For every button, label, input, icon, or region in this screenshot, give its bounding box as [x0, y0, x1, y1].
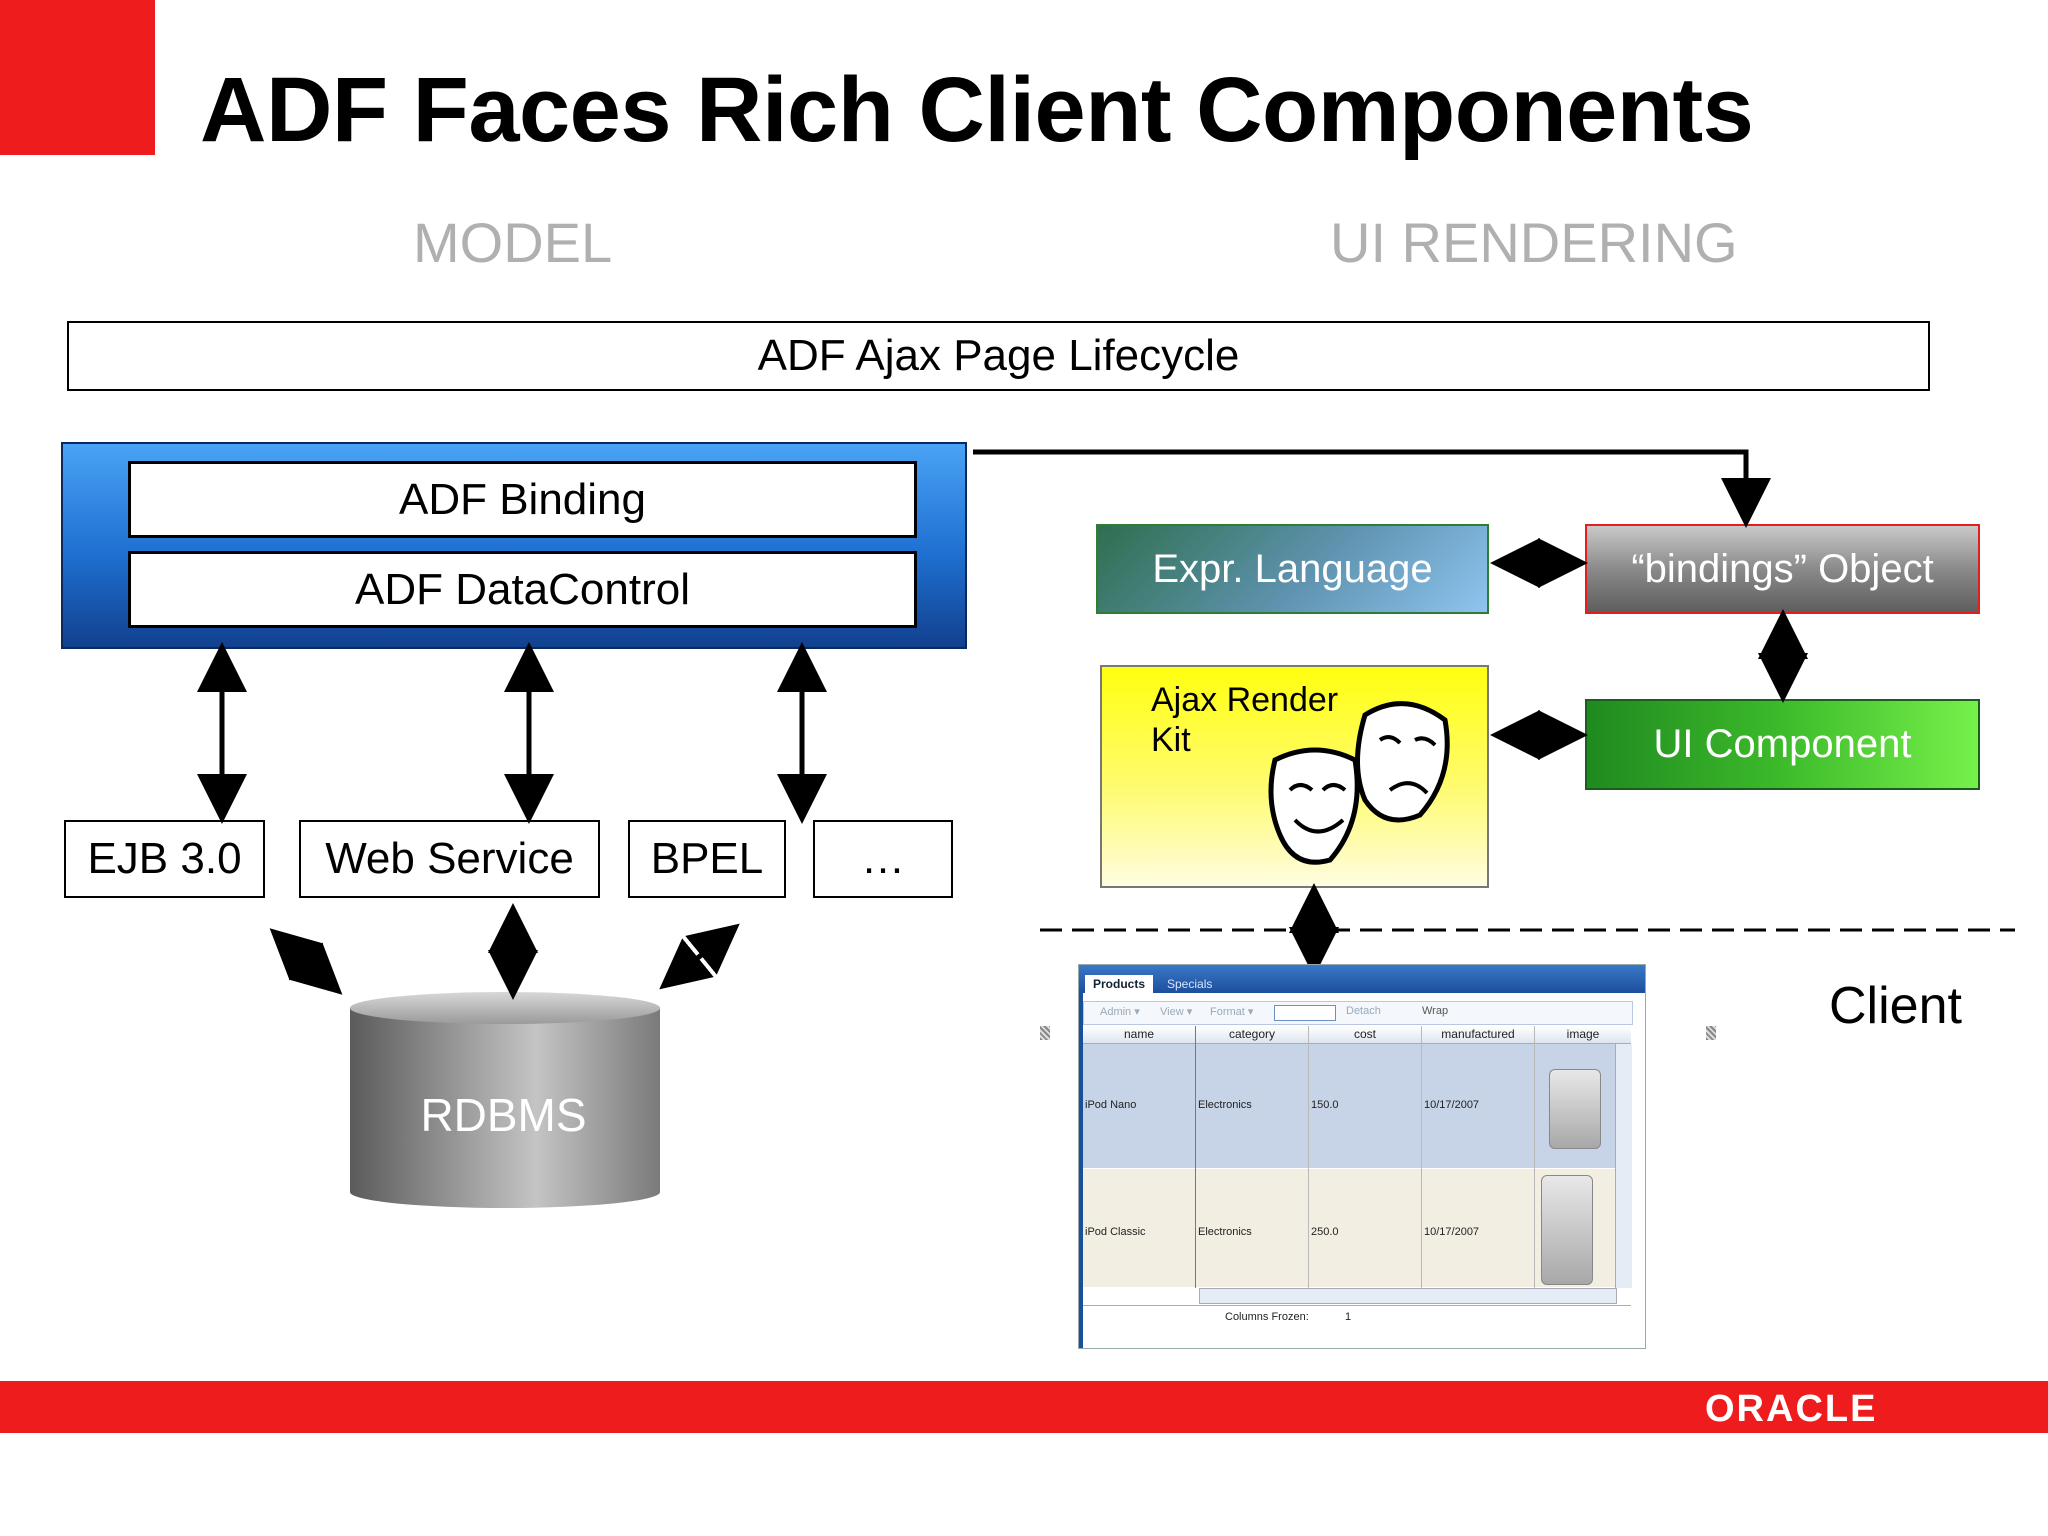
- status-label: Columns Frozen:: [1225, 1311, 1309, 1323]
- column-divider: [1308, 1026, 1309, 1288]
- adf-binding-box: ADF Binding: [128, 461, 917, 538]
- horizontal-scrollbar[interactable]: [1199, 1288, 1617, 1304]
- frozen-column-divider: [1195, 1026, 1196, 1288]
- client-table-screenshot: Products Specials Admin ▾ View ▾ Format …: [1078, 964, 1646, 1349]
- status-bar: Columns Frozen: 1: [1083, 1305, 1631, 1330]
- column-header-cost[interactable]: cost: [1309, 1026, 1421, 1044]
- brand-corner-block: [0, 0, 155, 155]
- rdbms-cylinder: [350, 992, 660, 1208]
- expr-language-box: Expr. Language: [1096, 524, 1489, 614]
- client-label: Client: [1829, 977, 1962, 1035]
- table-row[interactable]: [1083, 1169, 1615, 1287]
- cell-cost: 150.0: [1311, 1099, 1339, 1111]
- toolbar-columns-icon[interactable]: [1274, 1005, 1336, 1021]
- adf-datacontrol-box: ADF DataControl: [128, 551, 917, 628]
- column-divider: [1421, 1026, 1422, 1288]
- cell-manufactured: 10/17/2007: [1424, 1226, 1480, 1238]
- crop-marker-left: [1040, 1026, 1050, 1040]
- vertical-scrollbar[interactable]: [1615, 1044, 1632, 1288]
- ipod-classic-image: [1541, 1175, 1593, 1285]
- screenshot-tab-bar: Products Specials: [1079, 965, 1645, 993]
- rdbms-label: RDBMS: [420, 1089, 587, 1141]
- column-header-image[interactable]: image: [1535, 1026, 1631, 1044]
- crop-marker-right: [1706, 1026, 1716, 1040]
- screenshot-left-border: [1079, 993, 1083, 1348]
- toolbar-view-menu[interactable]: View ▾: [1160, 1006, 1193, 1018]
- lifecycle-bar: ADF Ajax Page Lifecycle: [67, 321, 1930, 391]
- cell-manufactured: 10/17/2007: [1424, 1099, 1480, 1111]
- cell-category: Electronics: [1198, 1099, 1252, 1111]
- bindings-object-box: “bindings” Object: [1585, 524, 1980, 614]
- ui-rendering-column-heading: UI RENDERING: [1330, 211, 1738, 274]
- oracle-logo: ORACLE: [1705, 1388, 1878, 1430]
- cell-category: Electronics: [1198, 1226, 1252, 1238]
- toolbar-format-menu[interactable]: Format ▾: [1210, 1006, 1254, 1018]
- tab-products[interactable]: Products: [1085, 975, 1154, 993]
- tab-specials[interactable]: Specials: [1167, 977, 1213, 991]
- column-header-name[interactable]: name: [1083, 1026, 1195, 1044]
- cell-name: iPod Classic: [1085, 1226, 1146, 1238]
- table-row[interactable]: [1083, 1044, 1615, 1168]
- column-header-category[interactable]: category: [1196, 1026, 1308, 1044]
- toolbar-admin-menu[interactable]: Admin ▾: [1100, 1006, 1140, 1018]
- slide-title: ADF Faces Rich Client Components: [200, 59, 1754, 161]
- toolbar-wrap-button[interactable]: Wrap: [1422, 1005, 1449, 1017]
- source-web-service: Web Service: [299, 820, 600, 898]
- cell-cost: 250.0: [1311, 1226, 1339, 1238]
- footer-bar: [0, 1381, 2048, 1433]
- source-ejb: EJB 3.0: [64, 820, 265, 898]
- screenshot-toolbar: Admin ▾ View ▾ Format ▾ Detach Wrap: [1083, 1001, 1633, 1025]
- ipod-nano-image: [1549, 1069, 1601, 1149]
- source-more: …: [813, 820, 953, 898]
- cell-name: iPod Nano: [1085, 1099, 1137, 1111]
- ajax-render-kit-label: Ajax Render Kit: [1151, 681, 1339, 759]
- status-value: 1: [1345, 1311, 1352, 1323]
- source-bpel: BPEL: [628, 820, 786, 898]
- column-divider: [1534, 1026, 1535, 1288]
- theater-masks-icon: [1268, 701, 1450, 865]
- model-column-heading: MODEL: [413, 211, 613, 274]
- toolbar-detach-button[interactable]: Detach: [1346, 1005, 1381, 1017]
- column-header-manufactured[interactable]: manufactured: [1422, 1026, 1534, 1044]
